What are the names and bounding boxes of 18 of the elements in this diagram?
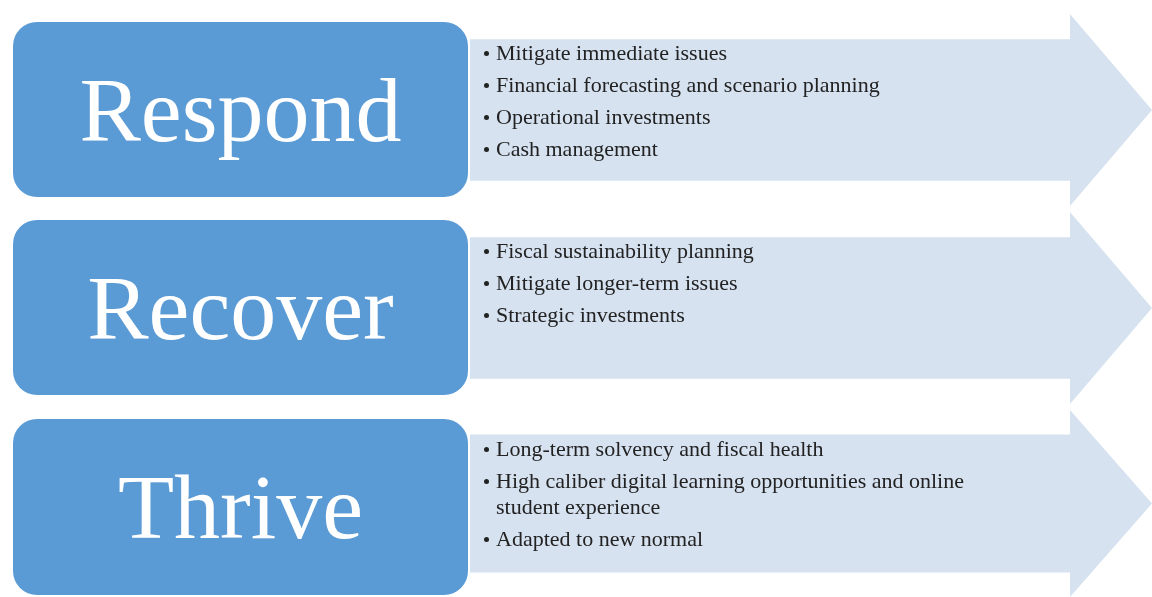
bullet-item: Financial forecasting and scenario planning (484, 72, 1029, 98)
bullet-item: Operational investments (484, 104, 1029, 130)
phase-title: Recover (87, 261, 394, 354)
phase-box (13, 419, 468, 595)
bullet-item: High caliber digital learning opportunities and online student experience (484, 468, 1029, 520)
bullet-item: Mitigate longer-term issues (484, 270, 1029, 296)
phase-box (13, 220, 468, 395)
bullet-item: Fiscal sustainability planning (484, 238, 1029, 264)
arrow-shape (470, 14, 1152, 206)
phase-box (13, 22, 468, 197)
bullet-item: Strategic investments (484, 302, 1029, 328)
phase-title: Thrive (117, 461, 364, 553)
bullet-item: Adapted to new normal (484, 526, 1029, 552)
bullet-item: Cash management (484, 136, 1029, 162)
arrow-shape (470, 410, 1152, 597)
arrow-shape (470, 212, 1152, 404)
bullet-item: Mitigate immediate issues (484, 40, 1029, 66)
bullet-item: Long-term solvency and fiscal health (484, 436, 1029, 462)
